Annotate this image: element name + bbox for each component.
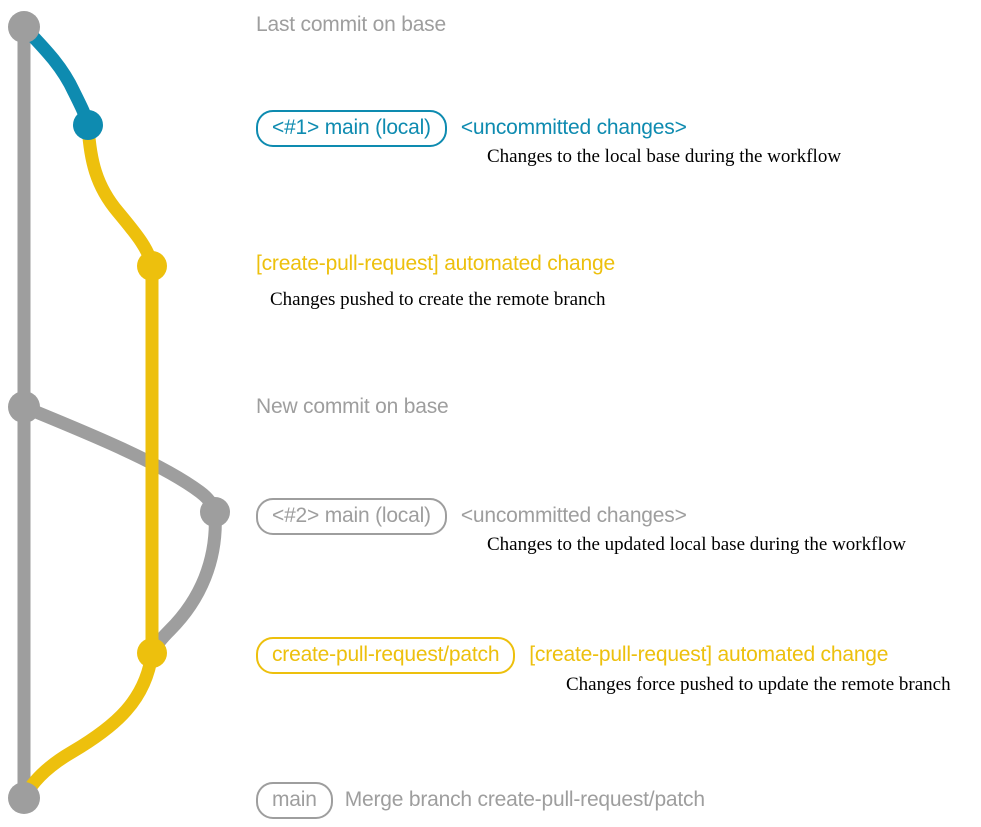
branch-badge-main-local-1[interactable]: <#1> main (local) (256, 110, 447, 147)
caption-force-pushed-update-remote-branch: Changes force pushed to update the remot… (566, 674, 951, 695)
edge-local2-to-patch2 (145, 505, 222, 660)
row-automated-change-2: create-pull-request/patch [create-pull-r… (256, 637, 888, 674)
commit-subject-uncommitted-changes-1: <uncommitted changes> (460, 116, 687, 139)
edge-local1-to-patch1 (81, 118, 159, 273)
commit-dot-last-commit-on-base (8, 11, 40, 43)
row-merge: main Merge branch create-pull-request/pa… (256, 782, 705, 819)
commit-dot-merge (8, 782, 40, 814)
commit-subject-uncommitted-changes-2: <uncommitted changes> (460, 504, 687, 527)
commit-dots (8, 11, 230, 814)
commit-subject-automated-change-2: [create-pull-request] automated change (529, 643, 889, 666)
row-last-commit-on-base: Last commit on base (256, 14, 446, 36)
commit-subject-new-commit-on-base: New commit on base (256, 395, 449, 418)
commit-dot-main-local-1 (73, 110, 103, 140)
row-main-local-1: <#1> main (local) <uncommitted changes> (256, 110, 687, 147)
commit-dot-main-local-2 (200, 497, 230, 527)
commit-dot-automated-change-1 (137, 251, 167, 281)
commit-dot-new-commit-on-base (8, 391, 40, 423)
caption-pushed-create-remote-branch: Changes pushed to create the remote bran… (270, 289, 606, 310)
row-new-commit-on-base: New commit on base (256, 395, 449, 418)
row-main-local-2: <#2> main (local) <uncommitted changes> (256, 498, 687, 535)
edge-base-to-local1 (17, 20, 95, 132)
commit-subject-merge: Merge branch create-pull-request/patch (344, 788, 705, 811)
edge-patch-to-base (17, 646, 159, 805)
caption-local-base-workflow: Changes to the local base during the wor… (487, 146, 842, 167)
commit-subject-automated-change-1: [create-pull-request] automated change (256, 252, 615, 275)
branch-badge-main-local-2[interactable]: <#2> main (local) (256, 498, 447, 535)
commit-subject-last-commit-on-base: Last commit on base (256, 13, 446, 36)
commit-dot-automated-change-2 (137, 638, 167, 668)
branch-badge-create-pull-request-patch[interactable]: create-pull-request/patch (256, 637, 516, 674)
row-automated-change-1: [create-pull-request] automated change (256, 253, 615, 275)
edge-base-to-local2 (17, 400, 222, 519)
branch-badge-main[interactable]: main (256, 782, 333, 819)
caption-updated-local-base-workflow: Changes to the updated local base during… (487, 534, 906, 555)
